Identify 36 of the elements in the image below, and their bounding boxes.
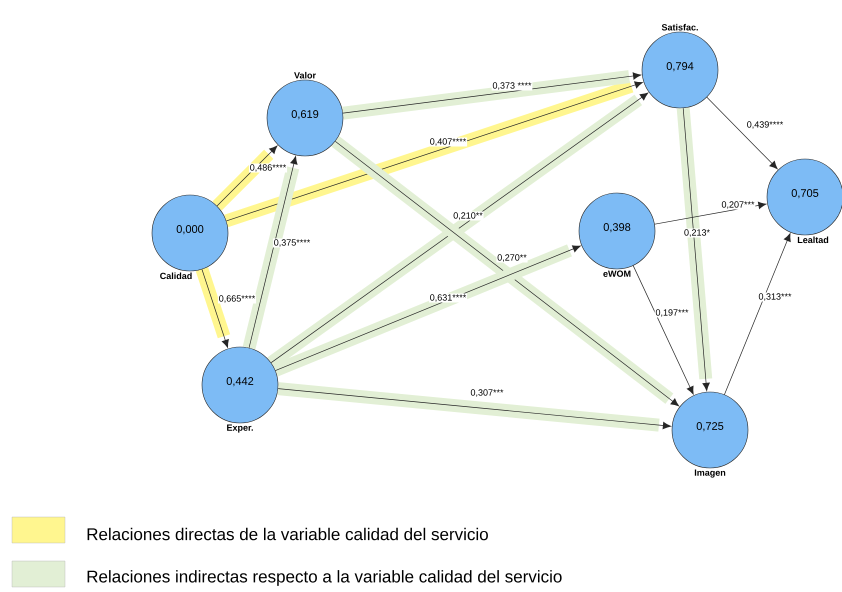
path-coefficient: 0,307*** xyxy=(470,388,504,398)
node-label: Calidad xyxy=(160,272,192,280)
path-arrow xyxy=(242,156,300,350)
path-arrow xyxy=(331,136,680,406)
path-coefficient: 0,270** xyxy=(496,253,528,263)
path-arrow xyxy=(196,267,230,348)
node-label: Valor xyxy=(294,72,316,79)
path-arrow xyxy=(224,80,643,228)
path-coefficient: 0,439**** xyxy=(746,120,784,130)
path-arrow xyxy=(632,265,694,395)
path-arrow xyxy=(676,108,712,391)
path-coefficient: 0,407**** xyxy=(428,137,468,147)
path-arrow xyxy=(724,233,791,395)
path-arrow xyxy=(342,70,642,120)
path-coefficient: 0,631**** xyxy=(428,293,468,303)
path-coefficient: 0,373 **** xyxy=(492,81,532,91)
node-label: Exper. xyxy=(227,424,253,433)
path-coefficient: 0,665**** xyxy=(218,294,256,304)
path-arrow xyxy=(278,382,671,432)
path-arrow xyxy=(706,96,778,170)
path-coefficient: 0,207*** xyxy=(720,200,756,210)
node-label: Lealtad xyxy=(798,236,828,244)
path-coefficient: 0,486**** xyxy=(248,163,288,173)
node-label: eWOM xyxy=(603,270,630,277)
path-arrow xyxy=(273,244,581,377)
path-coefficient: 0,213* xyxy=(683,228,711,238)
path-coefficient: 0,197*** xyxy=(654,308,690,318)
path-coefficient: 0,210** xyxy=(452,211,484,221)
path-arrow xyxy=(267,92,648,368)
node-label: Imagen xyxy=(694,470,726,478)
path-coefficient: 0,375**** xyxy=(272,238,312,248)
node-label: Satisfac. xyxy=(662,24,698,31)
path-coefficient: 0,313*** xyxy=(758,292,792,302)
legend-text: Relaciones directas de la variable calidad del servicio xyxy=(88,528,488,540)
legend-text: Relaciones indirectas respecto a la variable calidad del servicio xyxy=(88,570,562,586)
path-arrow xyxy=(212,146,278,211)
